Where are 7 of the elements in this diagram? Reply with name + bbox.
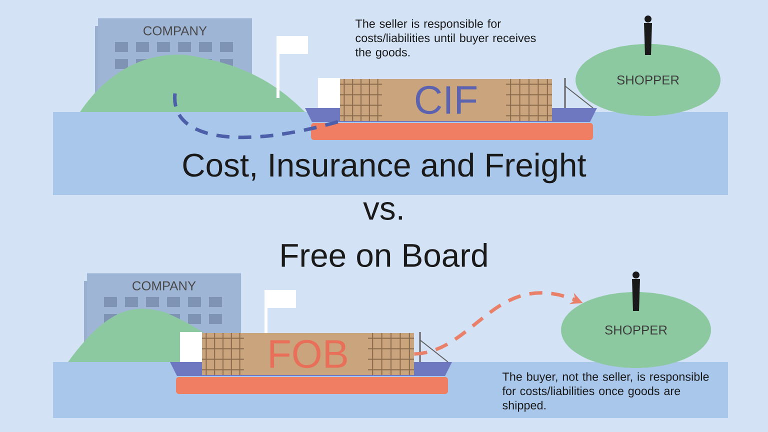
note-text: The seller is responsible for costs/liabilities until buyer receives the goods.: [355, 19, 536, 59]
island-drawing: SHOPPER: [576, 44, 720, 116]
title-text: Free on Board: [282, 242, 487, 268]
island-drawing: SHOPPER: [561, 292, 711, 368]
title-text: Cost, Insurance and Freight: [183, 152, 586, 184]
title-text: vs.: [363, 202, 402, 220]
ship-drawing: CIF: [305, 78, 597, 140]
